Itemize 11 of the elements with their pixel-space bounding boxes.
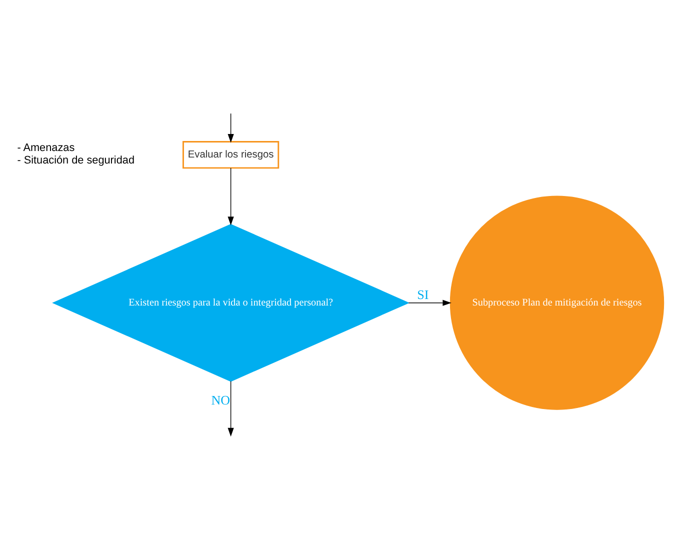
edge-label: NO xyxy=(211,392,230,408)
node-circle: Subproceso Plan de mitigación de riesgos xyxy=(450,195,664,410)
node-diamond: Existen riesgos para la vida o integridad personal? xyxy=(52,223,410,382)
node-box: Evaluar los riesgos xyxy=(182,140,280,168)
arrow xyxy=(228,167,234,225)
arrow xyxy=(228,112,234,142)
arrow xyxy=(228,380,234,436)
arrow xyxy=(408,299,452,306)
edge-label: SI xyxy=(417,286,429,302)
label: - Situación de seguridad xyxy=(17,154,135,166)
label: - Amenazas xyxy=(17,142,75,154)
